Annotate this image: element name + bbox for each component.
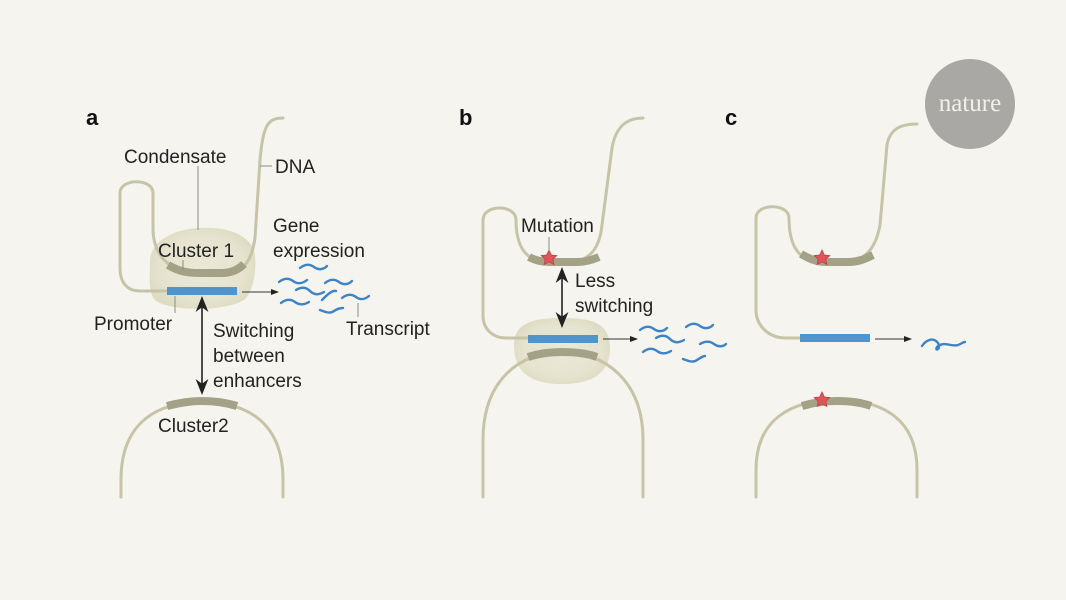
dna-strand-upper <box>754 122 919 340</box>
enhancer-cluster-2 <box>526 347 599 361</box>
panel-letter-b: b <box>459 105 472 130</box>
switching-label-2: between <box>213 346 285 367</box>
transcript-icon <box>698 340 728 348</box>
transcript-icon <box>318 306 345 314</box>
enhancer-cluster-mutated <box>799 250 875 266</box>
transcript-icon <box>684 322 715 330</box>
panel-c: c <box>725 105 967 499</box>
transcript-icon <box>641 347 673 355</box>
dna-strand-lower <box>754 398 919 499</box>
panel-a: a <box>86 105 430 499</box>
nature-logo: nature <box>925 59 1015 149</box>
enhancer-cluster-2 <box>165 396 239 410</box>
enhancer-cluster-mutated <box>527 253 601 266</box>
dna-label: DNA <box>275 157 315 178</box>
transcripts-b <box>638 322 728 363</box>
transcript-icon <box>654 334 686 344</box>
condensate-label: Condensate <box>124 147 226 168</box>
transcripts-a <box>277 263 371 314</box>
logo-text: nature <box>939 90 1001 117</box>
promoter-bar <box>800 334 870 342</box>
transcript-icon <box>340 293 371 301</box>
mutation-star-icon <box>813 391 831 408</box>
gene-expression-label-2: expression <box>273 241 365 262</box>
enhancer-cluster-1 <box>165 261 247 277</box>
dna-strand-upper <box>481 116 645 340</box>
cluster1-label: Cluster 1 <box>158 241 234 262</box>
cluster2-label: Cluster2 <box>158 416 229 437</box>
mutation-label: Mutation <box>521 216 594 237</box>
transcript-icon <box>277 277 309 285</box>
promoter-label: Promoter <box>94 314 173 335</box>
panel-letter-c: c <box>725 105 737 130</box>
transcript-icon <box>920 338 967 351</box>
logo-circle <box>925 59 1015 149</box>
dna-strand-upper <box>118 116 285 293</box>
transcript-icon <box>320 289 338 302</box>
less-switching-label-1: Less <box>575 271 615 292</box>
mutation-star-icon <box>540 249 558 266</box>
transcript-icon <box>298 263 329 271</box>
enhancer-cluster-2-mutated <box>800 396 873 410</box>
transcript-icon <box>638 325 669 333</box>
panel-b: b Mutation Less switching <box>459 105 728 499</box>
switching-label-1: Switching <box>213 321 294 342</box>
less-switching-label-2: switching <box>575 296 653 317</box>
gene-expression-label-1: Gene <box>273 216 319 237</box>
promoter-bar <box>528 335 598 343</box>
promoter-bar <box>167 287 237 295</box>
transcript-icon <box>279 298 311 306</box>
transcript-icon <box>323 278 354 286</box>
transcript-icon <box>681 354 707 363</box>
panel-letter-a: a <box>86 105 99 130</box>
transcript-label: Transcript <box>346 319 430 340</box>
switching-label-3: enhancers <box>213 371 302 392</box>
transcript-icon <box>294 286 326 296</box>
mutation-star-icon <box>813 249 831 266</box>
